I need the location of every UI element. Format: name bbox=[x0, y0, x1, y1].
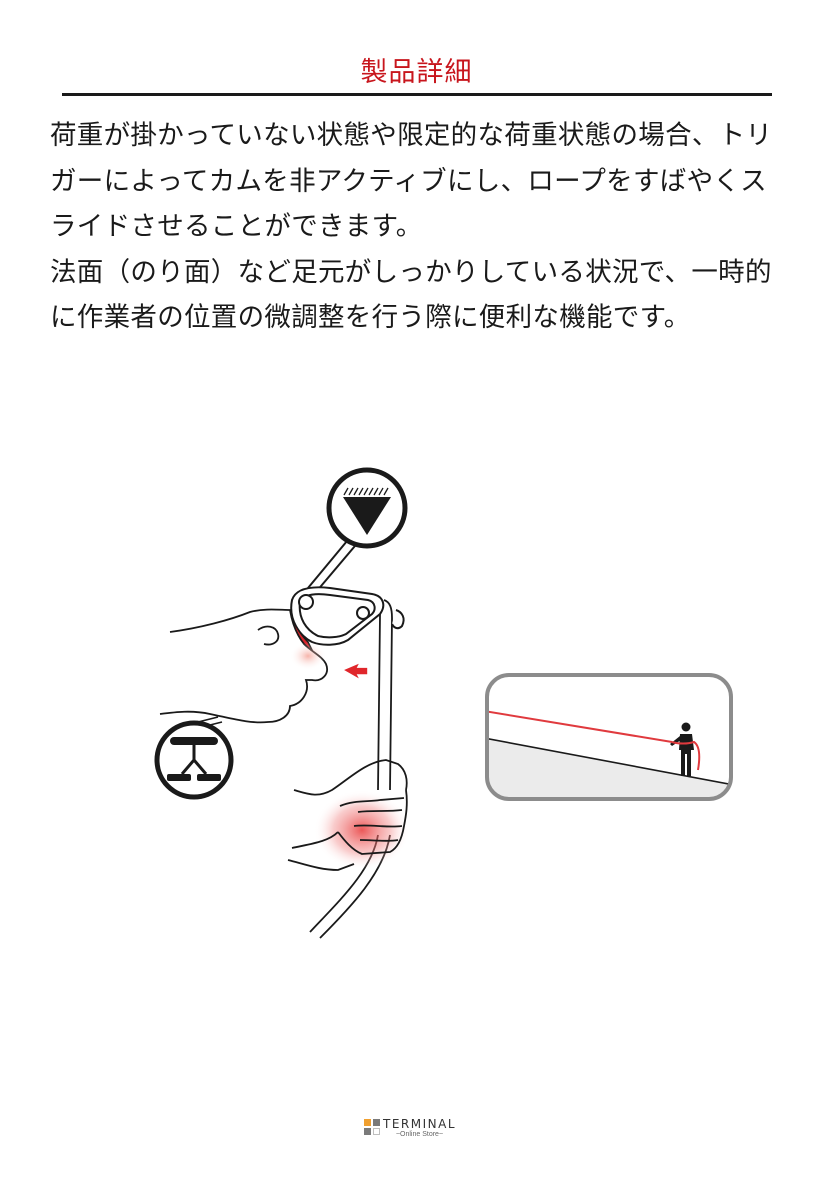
section-title: 製品詳細 bbox=[360, 57, 473, 88]
harness-icon bbox=[154, 720, 234, 800]
worker-figure-icon bbox=[670, 722, 694, 776]
rope-clamp-illustration bbox=[154, 467, 410, 939]
anchor-lanyard bbox=[307, 534, 361, 593]
operating-hand bbox=[159, 608, 328, 724]
clamp-device bbox=[290, 586, 405, 646]
slope-ground bbox=[487, 738, 731, 799]
title-divider bbox=[62, 93, 772, 96]
anchor-icon bbox=[326, 467, 408, 549]
gripping-hand bbox=[287, 759, 408, 871]
description-paragraph: 法面（のり面）など足元がしっかりしている状況で、一時的に作業者の位置の微調整を行… bbox=[50, 256, 772, 334]
press-arrow-icon bbox=[344, 663, 368, 679]
rope-line bbox=[487, 710, 673, 743]
description-paragraph: 荷重が掛かっていない状態や限定的な荷重状態の場合、トリガーによってカムを非アクテ… bbox=[50, 120, 773, 242]
slope-scene-panel bbox=[485, 673, 733, 801]
product-description: 荷重が掛かっていない状態や限定的な荷重状態の場合、トリガーによってカムを非アクテ… bbox=[50, 113, 790, 341]
logo-name: TERMINAL bbox=[383, 1117, 457, 1131]
store-logo: TERMINAL ~Online Store~ bbox=[364, 1118, 456, 1144]
logo-mark-icon bbox=[364, 1119, 380, 1135]
logo-subtitle: ~Online Store~ bbox=[395, 1131, 444, 1138]
